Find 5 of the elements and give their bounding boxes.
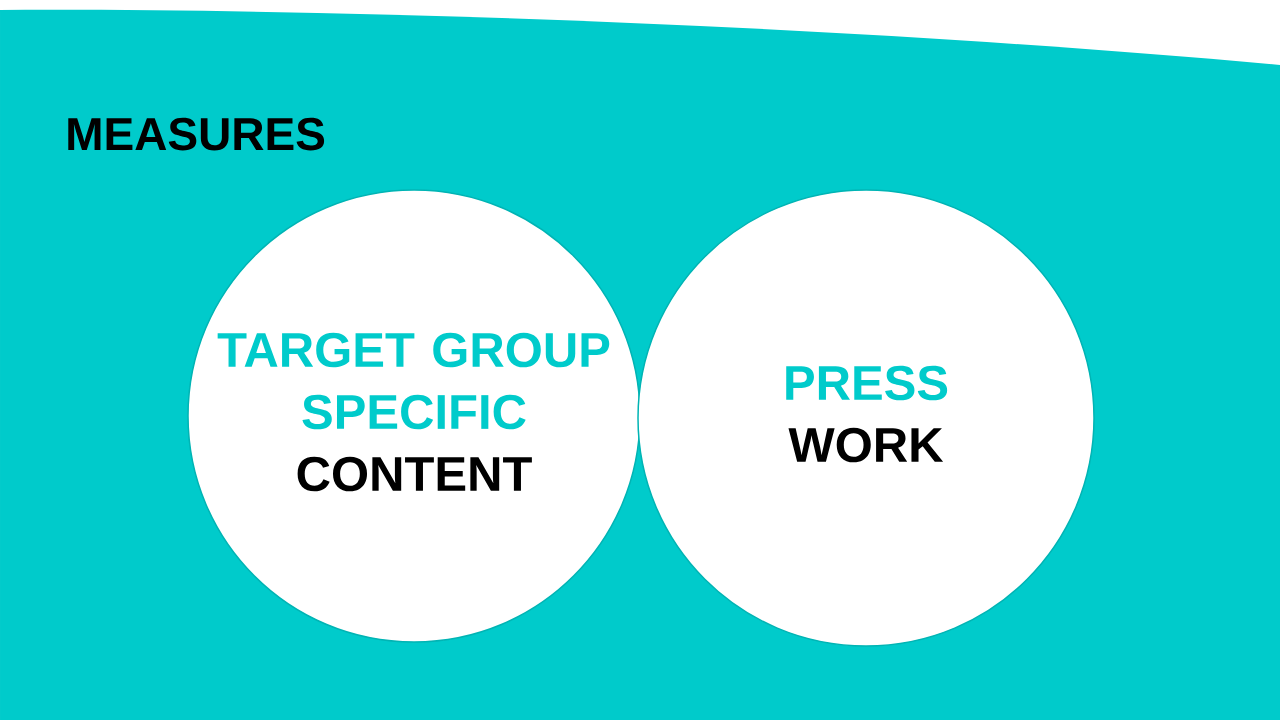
title: MEASURES (68, 117, 325, 151)
circle-label: PRESS WORK (786, 365, 948, 463)
circle-label: TARGET GROUP SPECIFIC CONTENT (217, 332, 610, 492)
circle (637, 189, 1095, 647)
circle (187, 189, 641, 643)
